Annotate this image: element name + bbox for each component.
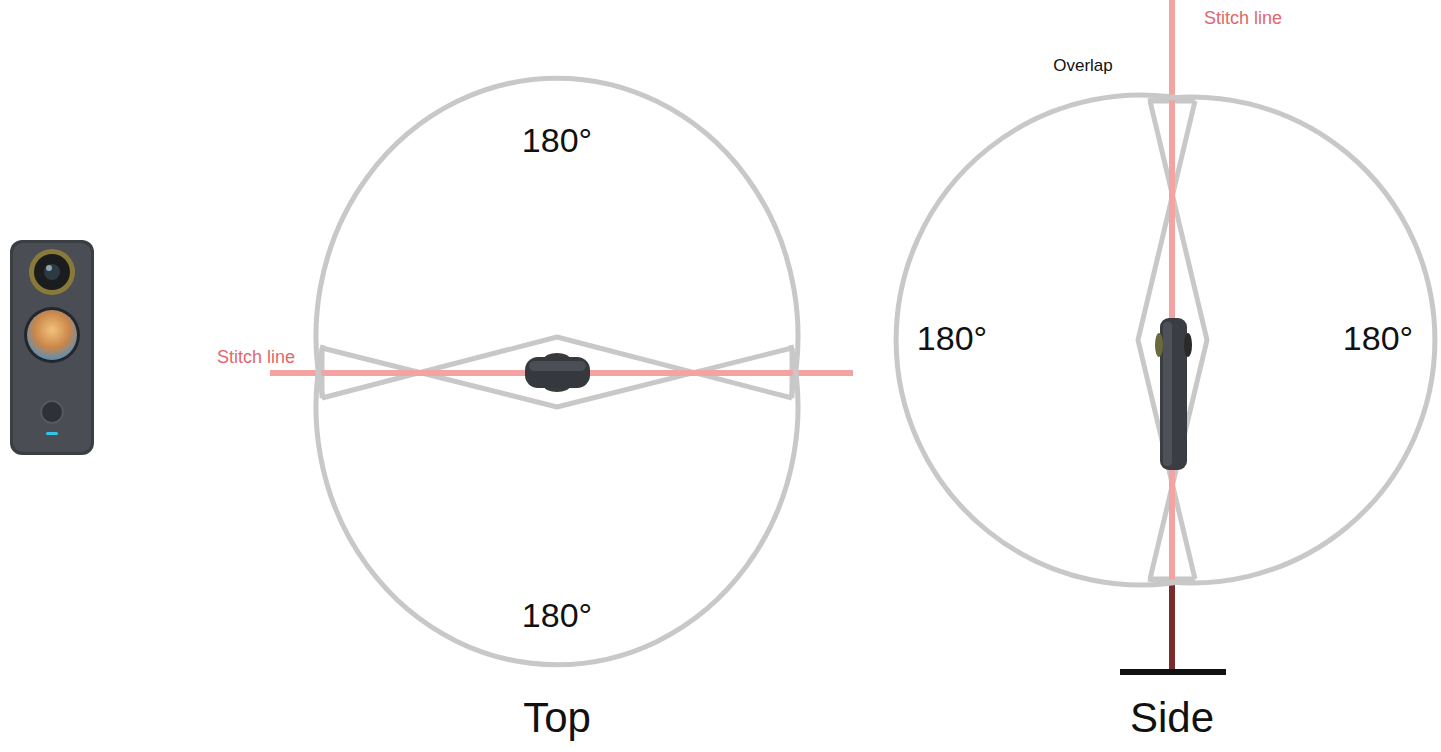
field-of-view-circle: 180° <box>316 80 798 400</box>
circle-arc <box>316 78 798 398</box>
angle-label: 180° <box>917 319 987 358</box>
tripod-pole <box>1169 580 1175 670</box>
field-of-view-circle: 180° <box>1148 97 1435 583</box>
camera-photo <box>10 240 94 455</box>
angle-label: 180° <box>1343 319 1413 358</box>
tripod-base <box>1120 669 1226 675</box>
stitch-line-label: Stitch line <box>1204 8 1282 29</box>
angle-label: 180° <box>522 596 592 635</box>
camera-side <box>1155 318 1192 470</box>
overlap-label: Overlap <box>1053 56 1113 76</box>
stitch-line-label: Stitch line <box>217 347 295 368</box>
stitch-line <box>1169 0 1175 590</box>
circle-arc <box>316 345 798 665</box>
circle-arc <box>896 95 1195 585</box>
circle-arc <box>1148 97 1435 583</box>
field-of-view-circle: 180° <box>895 95 1195 585</box>
field-of-view-circle: 180° <box>316 343 798 665</box>
view-title: Top <box>523 694 591 742</box>
camera-top <box>525 353 590 392</box>
view-title: Side <box>1130 694 1214 742</box>
angle-label: 180° <box>522 121 592 160</box>
